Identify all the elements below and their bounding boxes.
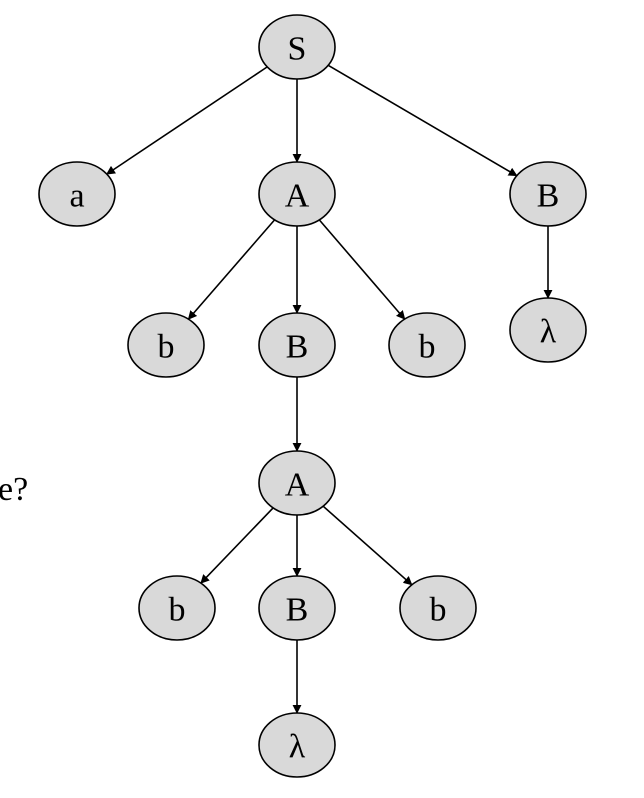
- node-label: B: [286, 329, 309, 366]
- node-label: λ: [289, 729, 306, 766]
- node-label: b: [158, 329, 175, 366]
- node-ellipse: [399, 575, 477, 641]
- tree-node-b4: b: [399, 575, 477, 641]
- node-label: b: [169, 592, 186, 629]
- tree-node-b1: b: [127, 312, 205, 378]
- node-label: S: [288, 31, 307, 68]
- tree-node-a: a: [38, 161, 116, 227]
- node-label: B: [286, 592, 309, 629]
- node-label: λ: [540, 314, 557, 351]
- edge-A1-to-b2: [318, 219, 406, 320]
- tree-node-A1: A: [258, 161, 336, 227]
- node-ellipse: [258, 712, 336, 778]
- node-ellipse: [509, 297, 587, 363]
- node-ellipse: [258, 450, 336, 516]
- edge-A2-to-b3: [200, 507, 274, 584]
- tree-node-A2: A: [258, 450, 336, 516]
- node-ellipse: [258, 161, 336, 227]
- edge-A2-to-b4: [322, 505, 413, 586]
- node-ellipse: [388, 312, 466, 378]
- edge-A1-to-b1: [187, 219, 276, 320]
- tree-node-B2: B: [258, 312, 336, 378]
- tree-node-B1: B: [509, 161, 587, 227]
- node-label: A: [285, 178, 310, 215]
- tree-node-lam1: λ: [509, 297, 587, 363]
- tree-node-lam2: λ: [258, 712, 336, 778]
- edges-layer: [106, 64, 553, 714]
- tree-node-S: S: [258, 14, 336, 80]
- node-ellipse: [258, 575, 336, 641]
- tree-node-B3: B: [258, 575, 336, 641]
- node-ellipse: [138, 575, 216, 641]
- node-label: b: [419, 329, 436, 366]
- node-label: A: [285, 467, 310, 504]
- node-ellipse: [38, 161, 116, 227]
- partial-question-text: e?: [0, 471, 28, 508]
- tree-node-b3: b: [138, 575, 216, 641]
- node-ellipse: [509, 161, 587, 227]
- edge-S-to-a: [106, 66, 268, 175]
- node-ellipse: [127, 312, 205, 378]
- node-ellipse: [258, 14, 336, 80]
- node-label: a: [69, 178, 84, 215]
- node-ellipse: [258, 312, 336, 378]
- node-label: B: [537, 178, 560, 215]
- tree-node-b2: b: [388, 312, 466, 378]
- edge-S-to-B1: [327, 64, 518, 177]
- node-label: b: [430, 592, 447, 629]
